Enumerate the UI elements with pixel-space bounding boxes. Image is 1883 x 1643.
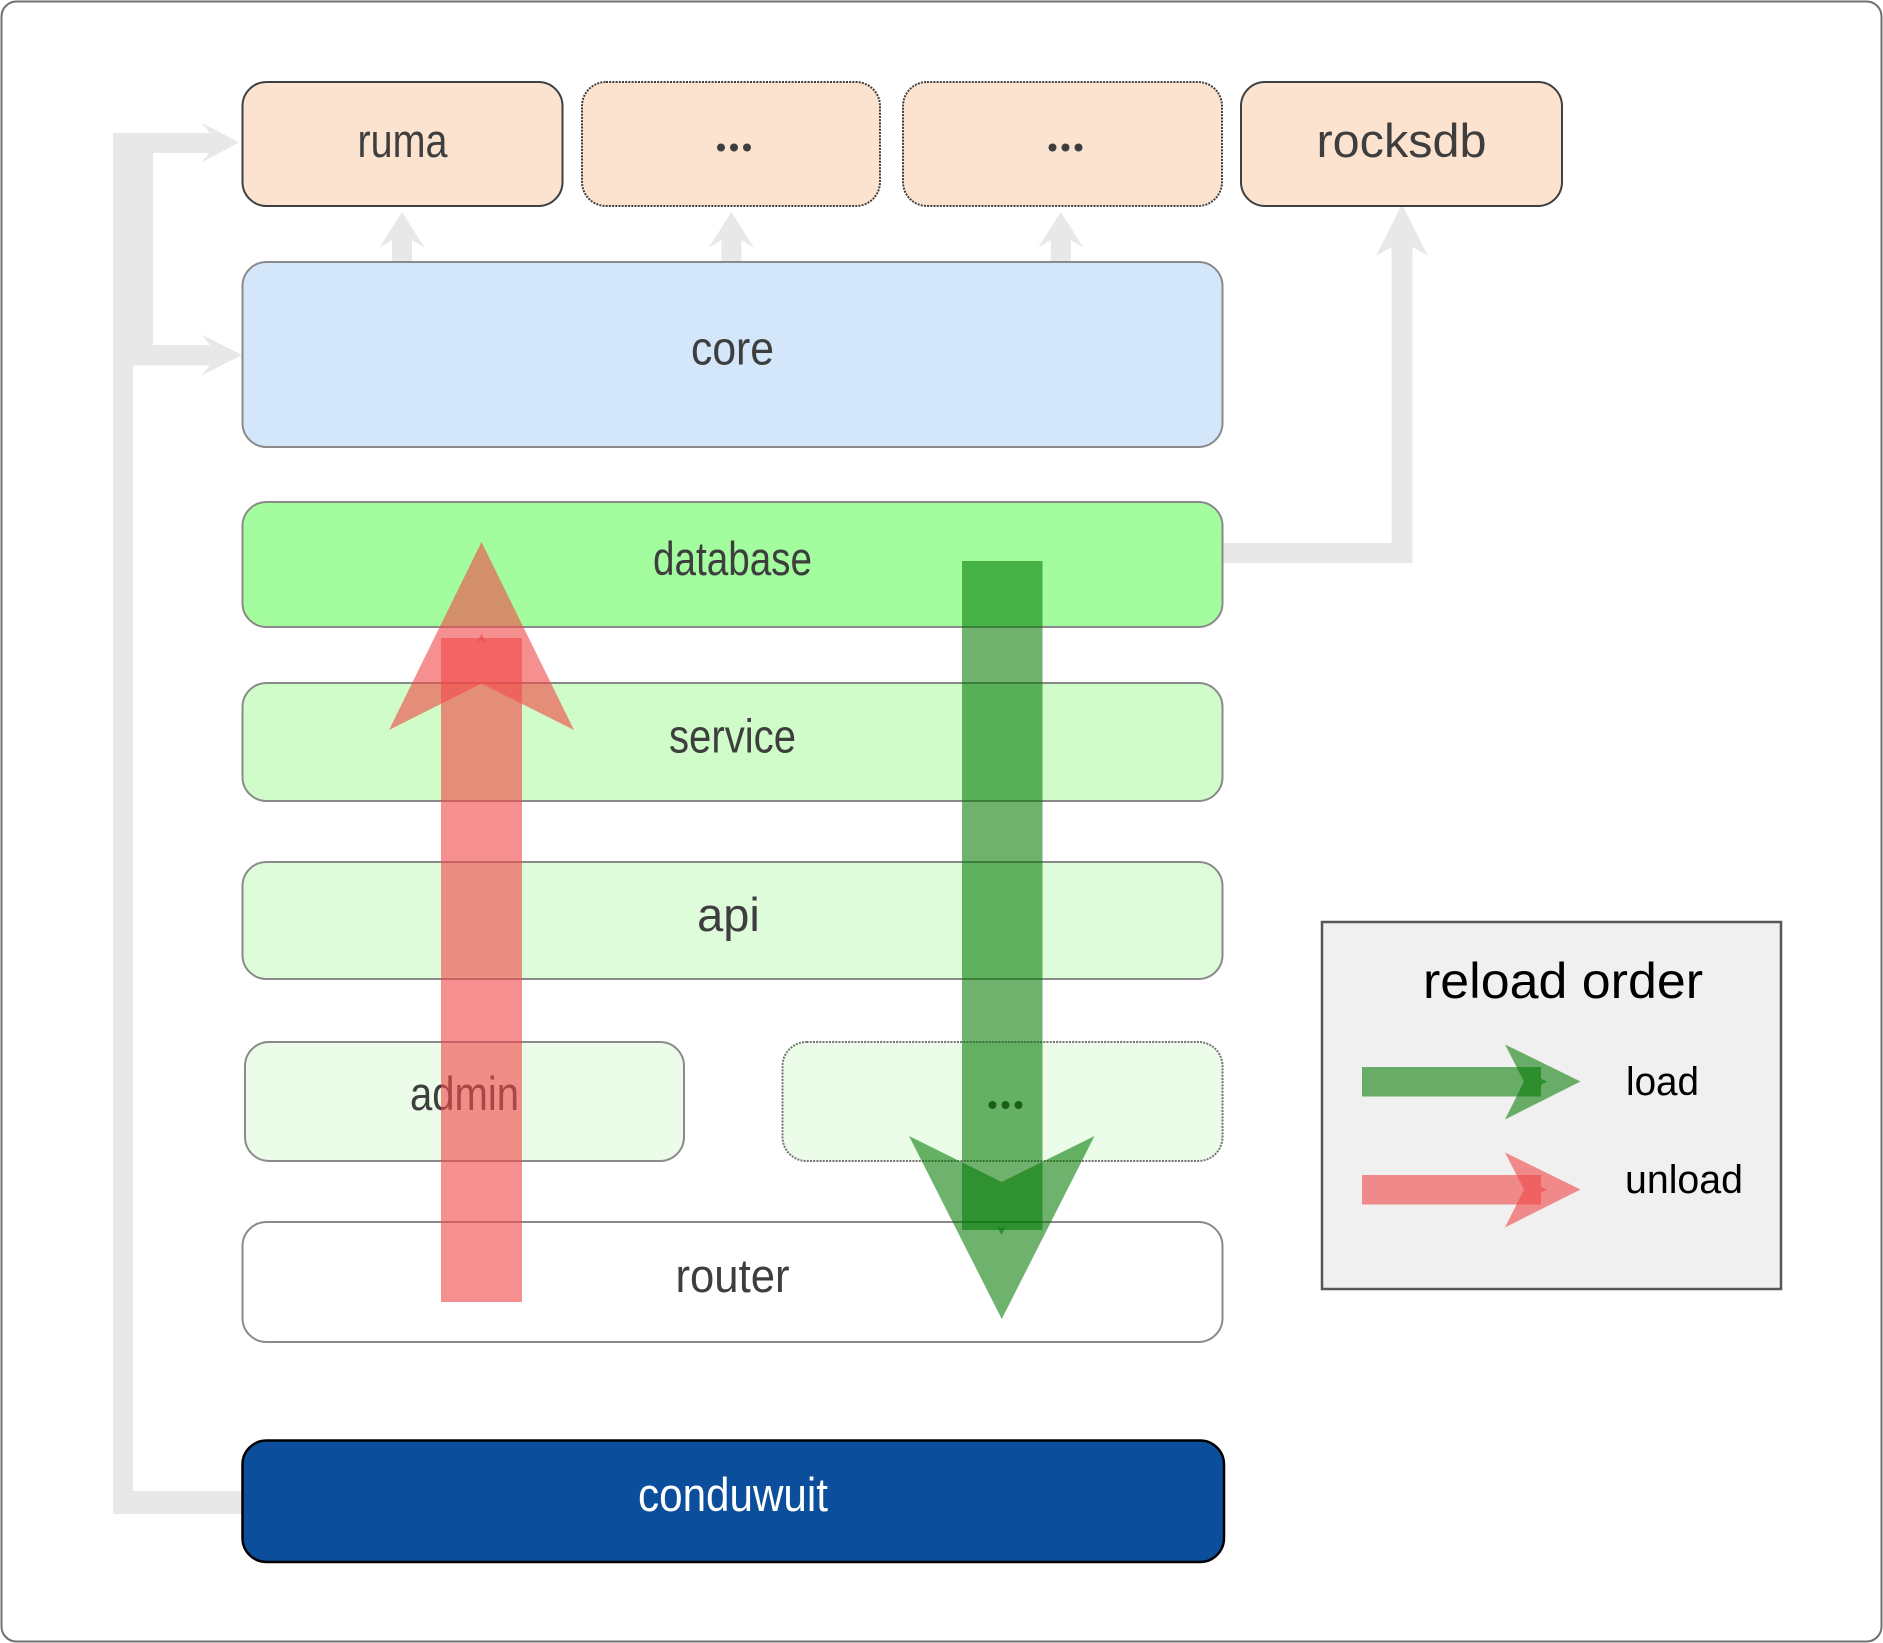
- svg-text:ruma: ruma: [358, 114, 449, 167]
- svg-text:core: core: [691, 322, 774, 375]
- svg-text:rocksdb: rocksdb: [1317, 114, 1487, 167]
- svg-text:reload order: reload order: [1423, 953, 1703, 1009]
- svg-text:unload: unload: [1625, 1158, 1743, 1202]
- svg-text:database: database: [653, 532, 812, 585]
- svg-text:api: api: [697, 888, 760, 941]
- svg-text:load: load: [1626, 1060, 1699, 1104]
- svg-text:service: service: [669, 710, 796, 763]
- svg-text:conduwuit: conduwuit: [638, 1468, 828, 1521]
- svg-text:router: router: [676, 1249, 790, 1302]
